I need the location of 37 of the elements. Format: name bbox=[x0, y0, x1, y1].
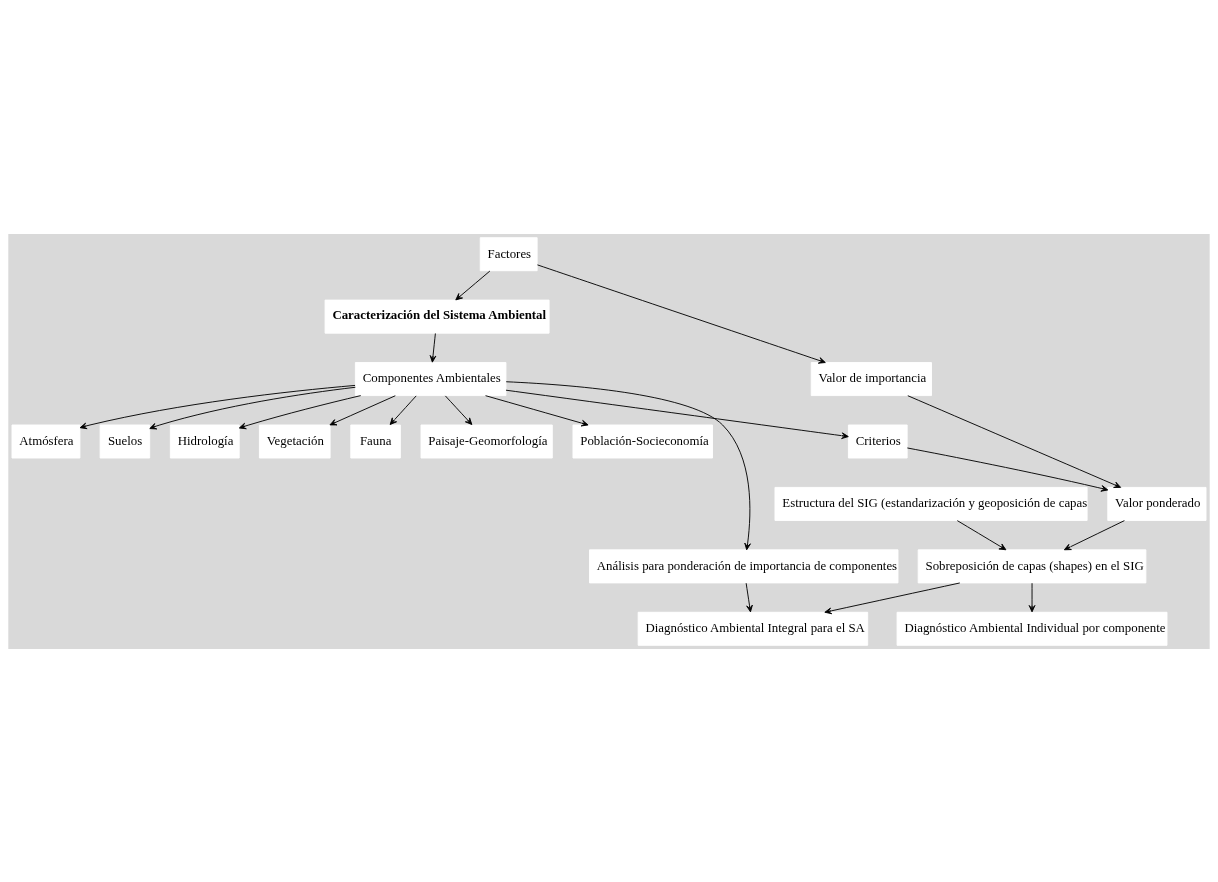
arrow bbox=[444, 394, 473, 425]
node-box: Población-Socieconomía bbox=[572, 424, 713, 458]
arrow bbox=[505, 380, 751, 550]
arrow bbox=[537, 263, 826, 364]
node-box: Valor de importancia bbox=[810, 361, 932, 396]
node-box: Componentes Ambientales bbox=[354, 361, 507, 396]
node-box: Valor ponderado bbox=[1107, 486, 1207, 521]
node-box: Caracterización del Sistema Ambiental bbox=[324, 299, 550, 334]
node-box: Sobreposición de capas (shapes) en el SIG bbox=[917, 548, 1147, 583]
arrow bbox=[389, 394, 417, 425]
arrow bbox=[745, 582, 753, 612]
arrow bbox=[505, 389, 849, 439]
node-box: Suelos bbox=[99, 424, 151, 458]
node-box: Vegetación bbox=[258, 424, 331, 458]
arrow bbox=[238, 394, 362, 429]
node-box: Paisaje-Geomorfología bbox=[420, 424, 553, 458]
node-box: Atmósfera bbox=[11, 424, 81, 458]
arrow bbox=[956, 519, 1007, 550]
arrow bbox=[79, 384, 356, 429]
arrow bbox=[485, 394, 589, 426]
arrow bbox=[906, 447, 1109, 492]
arrow bbox=[429, 332, 437, 363]
node-box: Criterios bbox=[847, 424, 908, 458]
arrow bbox=[824, 582, 961, 614]
node-box: Factores bbox=[479, 236, 538, 271]
arrow bbox=[455, 270, 491, 300]
node-box: Diagnóstico Ambiental Individual por componente bbox=[896, 611, 1168, 646]
arrow bbox=[1028, 582, 1036, 612]
arrow bbox=[907, 394, 1122, 488]
arrow bbox=[329, 394, 396, 425]
node-box: Estructura del SIG (estandarización y geoposición de capas bbox=[774, 486, 1088, 521]
arrow bbox=[149, 386, 356, 429]
node-box: Análisis para ponderación de importancia de componentes bbox=[589, 548, 899, 583]
node-box: Hidrología bbox=[169, 424, 240, 458]
arrow bbox=[1063, 519, 1125, 550]
node-box: Diagnóstico Ambiental Integral para el SA bbox=[637, 611, 869, 646]
node-box: Fauna bbox=[350, 424, 401, 458]
